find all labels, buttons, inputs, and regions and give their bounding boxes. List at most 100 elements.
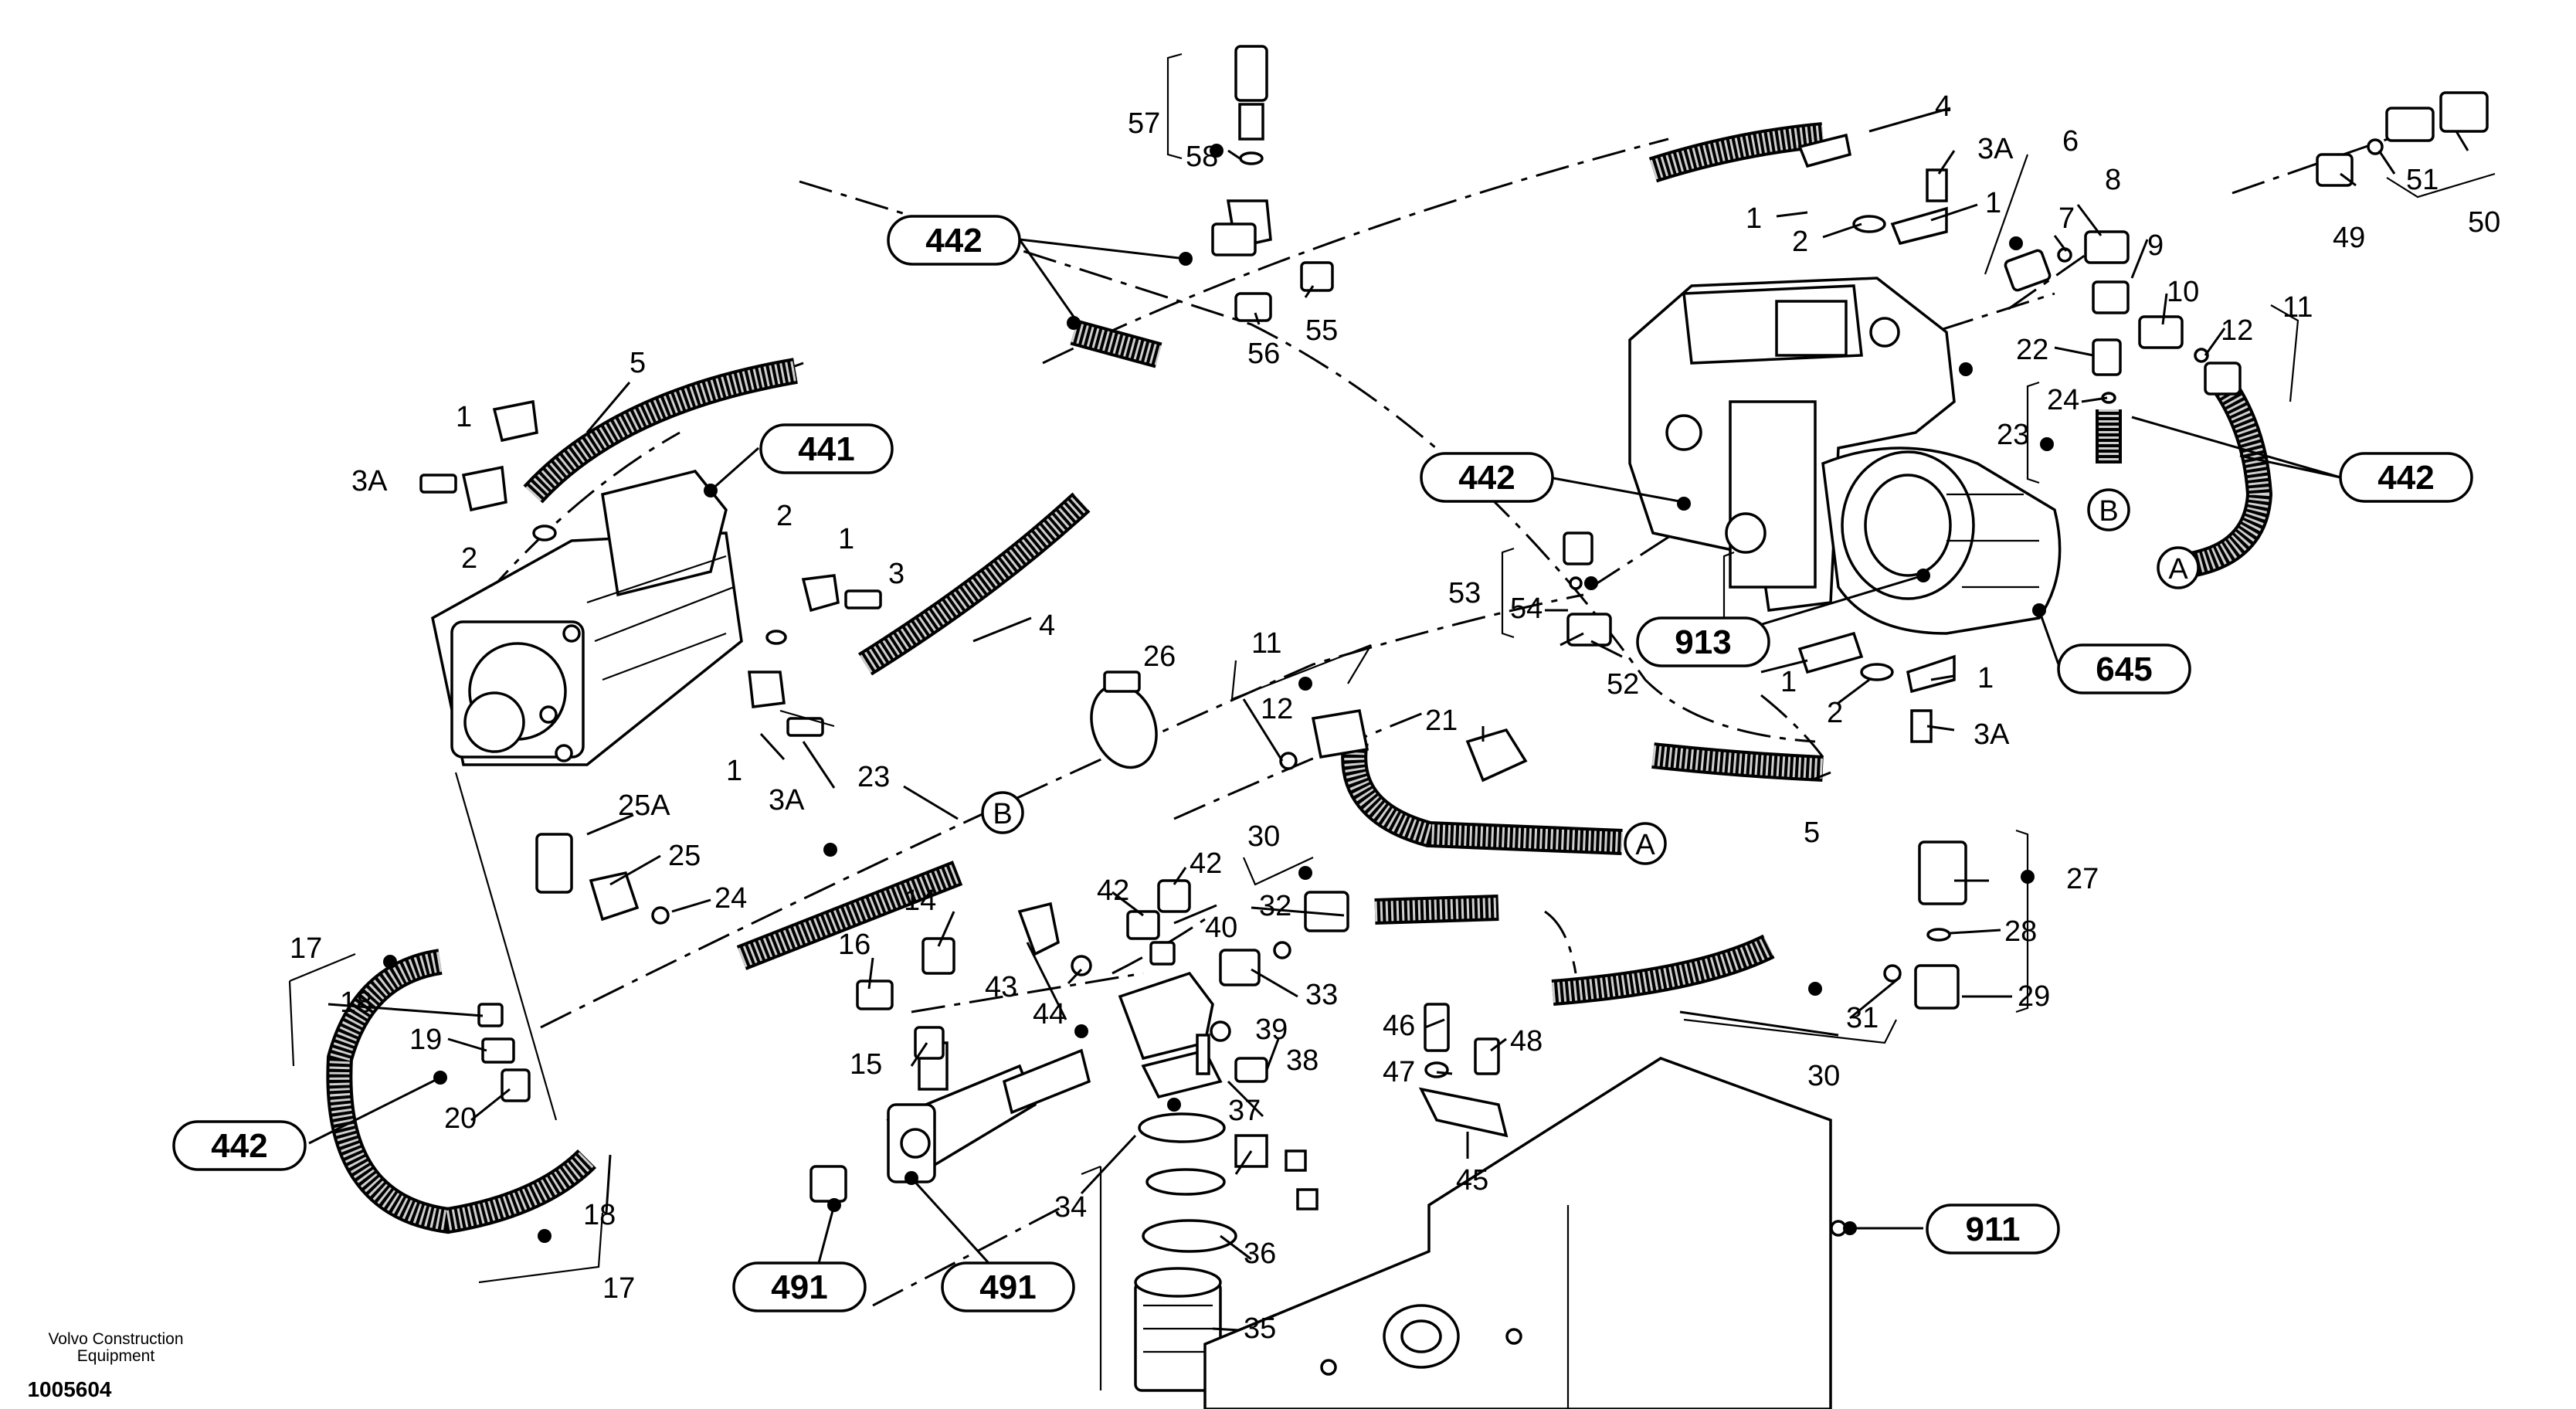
pill-645-label: 645	[2096, 650, 2152, 688]
callout-23-left: 23	[857, 761, 890, 793]
pill-911-label: 911	[1966, 1210, 2021, 1248]
callout-44: 44	[1033, 998, 1065, 1030]
callout-18-top: 18	[340, 986, 372, 1019]
callout-48: 48	[1510, 1025, 1543, 1058]
brand-line-1: Volvo Construction	[48, 1330, 183, 1348]
callout-57: 57	[1128, 107, 1160, 140]
connector-b-label: B	[993, 798, 1012, 830]
callout-33: 33	[1305, 979, 1338, 1011]
callout-40: 40	[1205, 912, 1237, 944]
brand-line-2: Equipment	[77, 1347, 155, 1365]
callout-15: 15	[850, 1048, 882, 1081]
pill-645: 645	[2057, 643, 2191, 694]
callout-23-right: 23	[1997, 419, 2029, 451]
callout-26: 26	[1143, 640, 1176, 673]
callout-1-lower-right: 1	[1977, 662, 1994, 694]
callout-30-top: 30	[1247, 820, 1280, 853]
callout-42-right: 42	[1190, 847, 1222, 880]
pill-911: 911	[1926, 1204, 2060, 1255]
callout-50: 50	[2468, 206, 2500, 239]
callout-17-bottom: 17	[602, 1272, 635, 1305]
pill-442-top: 442	[887, 215, 1021, 266]
callout-5-left: 5	[630, 347, 646, 379]
pill-491-left-label: 491	[771, 1268, 827, 1306]
callout-58: 58	[1186, 141, 1218, 173]
callout-25a: 25A	[618, 789, 670, 822]
valve-block-491	[809, 1041, 1091, 1203]
callout-34: 34	[1054, 1191, 1087, 1224]
callout-11-right: 11	[2282, 291, 2313, 324]
callout-9: 9	[2147, 229, 2164, 262]
callout-14: 14	[904, 884, 936, 917]
callout-24-left: 24	[714, 882, 747, 915]
callout-4-top: 4	[1935, 90, 1951, 123]
connector-markers: B A B A	[981, 488, 2200, 865]
callout-5-right: 5	[1804, 817, 1820, 849]
connector-b-label-right: B	[2099, 495, 2118, 528]
callout-20: 20	[444, 1102, 477, 1135]
part-callouts: 57 58 55 56 4 3A 1 2 1 6 7 8 9 10 12 11 …	[290, 90, 2500, 1345]
callout-42-left: 42	[1097, 874, 1129, 907]
callout-4-mid: 4	[1039, 609, 1055, 642]
callout-12-right: 12	[2221, 314, 2253, 347]
connector-a-label: A	[1635, 829, 1655, 861]
callout-1-lower-left: 1	[1780, 666, 1797, 698]
pill-441-label: 441	[798, 430, 854, 468]
callout-1-top-left: 1	[1746, 202, 1762, 235]
callout-22: 22	[2016, 334, 2048, 366]
pill-491-right: 491	[941, 1261, 1075, 1312]
callout-31: 31	[1846, 1002, 1879, 1034]
callout-21: 21	[1425, 704, 1458, 737]
callout-3a-lower: 3A	[1974, 718, 2010, 751]
callout-3a-left-bottom: 3A	[769, 784, 805, 817]
callout-52: 52	[1607, 668, 1639, 701]
callout-37: 37	[1228, 1095, 1261, 1127]
callout-43: 43	[985, 971, 1017, 1003]
leader-dots	[383, 144, 2054, 1243]
callout-2-left-mid: 2	[776, 500, 792, 532]
callout-17-top: 17	[290, 932, 322, 965]
hoses	[326, 122, 2273, 1234]
connector-b-circle	[981, 791, 1024, 834]
callout-53: 53	[1448, 577, 1481, 609]
pill-913: 913	[1636, 616, 1770, 667]
pill-913-label: 913	[1675, 623, 1731, 661]
callout-19: 19	[409, 1024, 442, 1056]
callout-8: 8	[2105, 164, 2121, 196]
pill-442-right-label: 442	[2377, 459, 2434, 497]
callout-2-top: 2	[1792, 226, 1808, 258]
pill-442-middle: 442	[1420, 452, 1554, 503]
callout-38: 38	[1286, 1044, 1319, 1077]
callout-2-lower: 2	[1827, 697, 1843, 729]
pill-442-right: 442	[2339, 452, 2473, 503]
callout-28: 28	[2004, 915, 2037, 948]
pill-441: 441	[759, 423, 894, 474]
callout-3a-left: 3A	[351, 465, 388, 497]
callout-1-left-mid: 1	[838, 523, 854, 555]
brackets	[288, 53, 2496, 1390]
callout-2-left-top: 2	[461, 542, 477, 575]
callout-39: 39	[1255, 1013, 1288, 1046]
group-reference-pills: 442 441 442 913 645 442 442 491	[172, 215, 2473, 1312]
callout-55: 55	[1305, 314, 1338, 347]
footer: Volvo Construction Equipment 1005604	[27, 1330, 183, 1401]
callout-32: 32	[1259, 890, 1291, 922]
callout-49: 49	[2333, 222, 2365, 254]
pill-442-left: 442	[172, 1120, 307, 1171]
callout-25: 25	[668, 840, 701, 872]
callout-45: 45	[1456, 1164, 1488, 1197]
callout-24-right: 24	[2047, 384, 2079, 416]
callout-10: 10	[2167, 276, 2199, 308]
connector-a-label-right: A	[2168, 553, 2188, 586]
callout-1-left-bottom: 1	[726, 755, 742, 787]
hydraulic-pump-assembly	[1628, 277, 2062, 635]
callout-51: 51	[2406, 164, 2439, 196]
callout-18-bottom: 18	[583, 1199, 616, 1231]
leader-lines	[308, 107, 2469, 1332]
callout-7: 7	[2058, 202, 2075, 235]
connector-a-circle-right	[2157, 546, 2200, 589]
tank	[1203, 1057, 1847, 1409]
pill-442-middle-label: 442	[1458, 459, 1515, 497]
callout-47: 47	[1383, 1056, 1415, 1088]
